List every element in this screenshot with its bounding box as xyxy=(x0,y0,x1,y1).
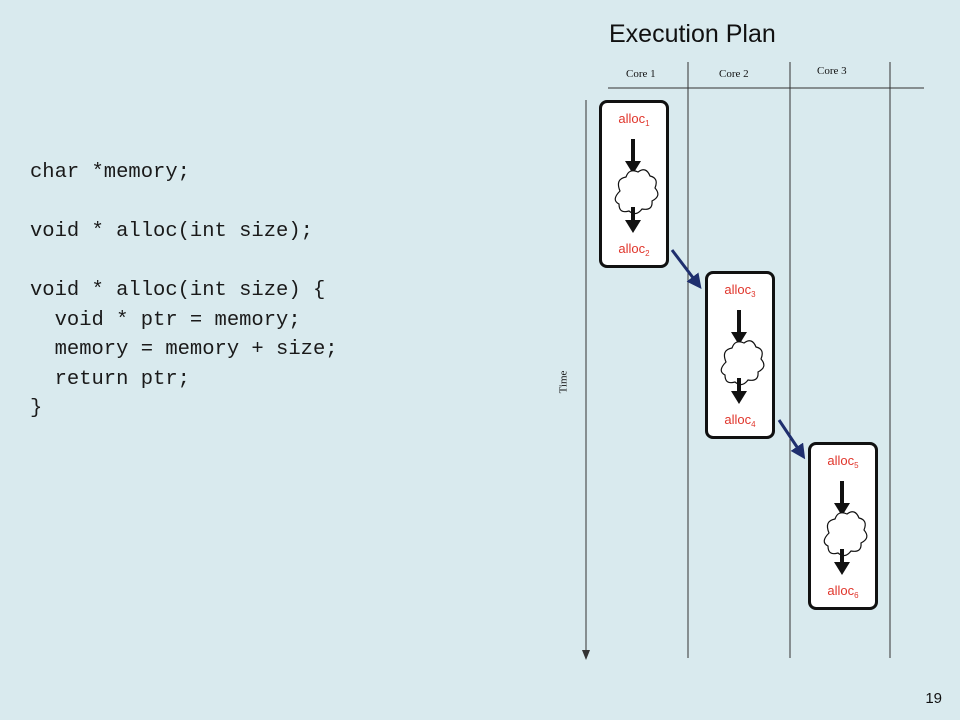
alloc-label-top: alloc5 xyxy=(827,453,859,470)
code-line: return ptr; xyxy=(30,367,190,391)
alloc-label-bottom: alloc4 xyxy=(724,412,756,429)
work-cloud-icon xyxy=(614,139,659,233)
code-block: char *memory; void * alloc(int size); void… xyxy=(30,158,338,424)
work-cloud-icon xyxy=(823,481,868,575)
transition-arrow xyxy=(670,249,702,289)
code-line: } xyxy=(30,397,43,420)
code-line: void * alloc(int size); xyxy=(30,220,313,243)
time-axis-label: Time xyxy=(557,370,570,394)
alloc-label-top: alloc3 xyxy=(724,282,756,299)
plan-title: Execution Plan xyxy=(609,20,776,48)
alloc-box: alloc3 alloc4 xyxy=(705,271,775,439)
page-number: 19 xyxy=(925,690,942,707)
alloc-label-top: alloc1 xyxy=(618,111,650,128)
transition-arrow xyxy=(777,419,806,460)
work-cloud-icon xyxy=(720,310,765,404)
alloc-label-bottom: alloc6 xyxy=(827,583,859,600)
alloc-label-bottom: alloc2 xyxy=(618,241,650,258)
alloc-box: alloc5 alloc6 xyxy=(808,442,878,610)
code-line: void * alloc(int size) { xyxy=(30,279,326,302)
time-axis-arrowhead xyxy=(582,650,590,660)
code-line: char *memory; xyxy=(30,161,190,184)
code-line: memory = memory + size; xyxy=(30,338,338,361)
alloc-box: alloc1 alloc2 xyxy=(599,100,669,268)
core-label: Core 3 xyxy=(817,65,847,77)
code-line: void * ptr = memory; xyxy=(30,308,301,332)
core-label: Core 2 xyxy=(719,68,749,80)
core-label: Core 1 xyxy=(626,68,656,80)
